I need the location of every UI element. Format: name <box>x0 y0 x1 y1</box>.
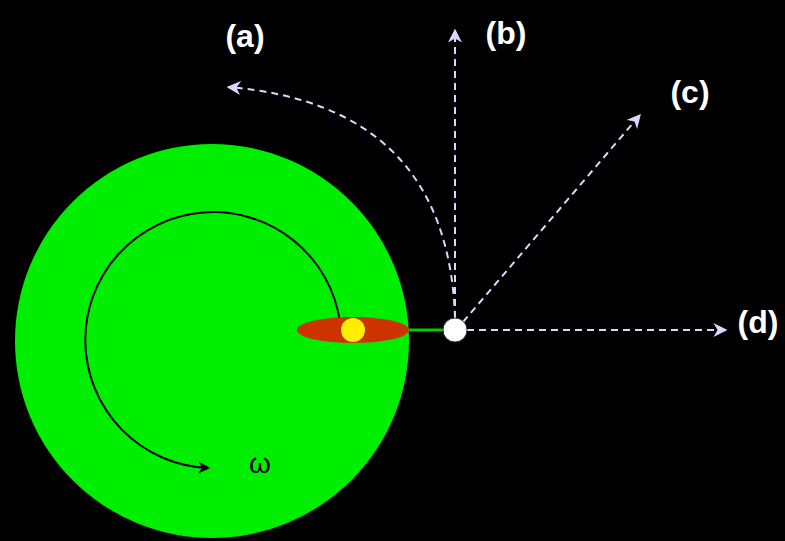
path-b <box>454 30 456 318</box>
path-c <box>463 115 640 322</box>
angular-velocity-symbol: ω <box>249 450 271 478</box>
path-label: (d) <box>738 306 779 338</box>
path-label: (c) <box>670 76 709 108</box>
path-d <box>467 329 726 331</box>
green-disc <box>15 144 409 538</box>
ball <box>443 318 467 342</box>
path-label: (b) <box>486 17 527 49</box>
rotation-arrow <box>85 212 340 468</box>
path-label: (a) <box>225 20 264 52</box>
yellow-pivot <box>341 318 365 342</box>
red-holder <box>297 317 409 343</box>
path-a <box>228 87 455 318</box>
